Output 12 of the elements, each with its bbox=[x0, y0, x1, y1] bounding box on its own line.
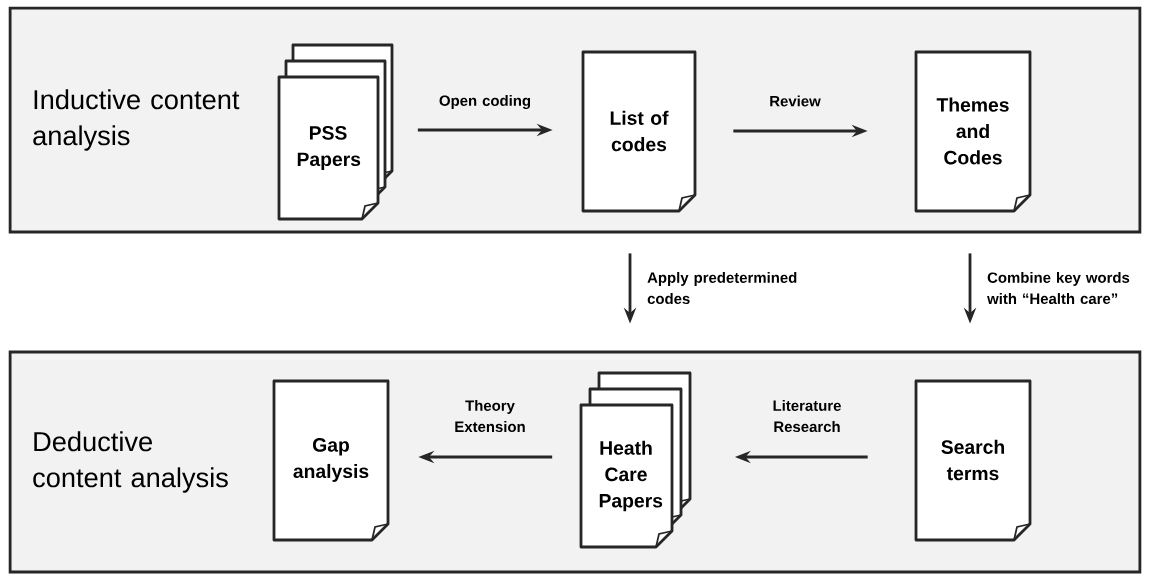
document-stack: PSS Papers bbox=[277, 43, 394, 221]
document: Search terms bbox=[914, 379, 1032, 542]
edge-label: Open coding bbox=[439, 95, 531, 109]
document: Themes and Codes bbox=[914, 50, 1032, 213]
edge-label: Theory Extension bbox=[455, 399, 525, 432]
edge-label: Apply predetermined codes bbox=[647, 271, 797, 304]
document: Gap analysis bbox=[272, 379, 390, 542]
document: List of codes bbox=[581, 50, 697, 213]
document-stack: Heath Care Papers bbox=[579, 371, 692, 549]
edge-label: Literature Research bbox=[773, 399, 841, 432]
edge-label: Combine key words with “Health care” bbox=[987, 271, 1130, 304]
edge-label: Review bbox=[770, 95, 821, 107]
